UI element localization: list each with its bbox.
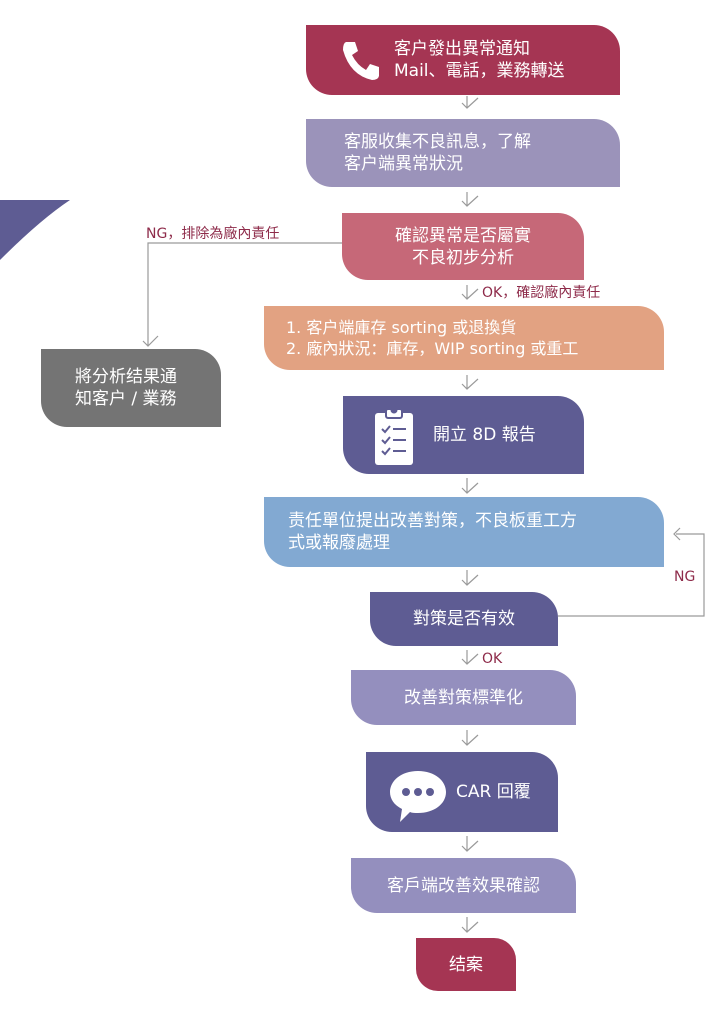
- clipboard-checklist-icon: [375, 406, 413, 465]
- step-notify-customer-line1: 將分析结果通: [75, 367, 177, 387]
- step-customer-notice-line2: Mail、電話，業務轉送: [394, 61, 565, 81]
- step-customer-notice-line1: 客户發出異常通知: [394, 39, 530, 59]
- label-ok: OK: [482, 651, 503, 667]
- arrow-11-12: [461, 917, 479, 933]
- step-car-reply-label: CAR 回覆: [456, 782, 531, 802]
- step-collect-info: 客服收集不良訊息，了解 客户端異常狀況: [306, 119, 620, 187]
- label-ng-loop: NG: [674, 569, 696, 585]
- label-ng-exclude: NG，排除為廠內責任: [146, 226, 280, 242]
- speech-bubble-icon: [390, 771, 446, 822]
- step-confirm-abnormal: 確認異常是否屬實 不良初步分析: [342, 213, 584, 280]
- step-sorting-rework-line2: 2. 廠內狀況：庫存，WIP sorting 或重工: [286, 339, 579, 358]
- arrow-10-11: [461, 836, 479, 852]
- arrow-2-3: [461, 192, 479, 207]
- step-customer-notice: 客户發出異常通知 Mail、電話，業務轉送: [306, 25, 620, 95]
- step-corrective-action-line2: 式或報廢處理: [288, 533, 390, 553]
- step-confirm-abnormal-line1: 確認異常是否屬實: [395, 225, 531, 246]
- phone-icon: [343, 42, 379, 80]
- step-standardize-label: 改善對策標準化: [404, 687, 523, 708]
- step-open-8d-report-label: 開立 8D 報告: [433, 425, 536, 445]
- step-notify-customer: 將分析结果通 知客户 / 業務: [41, 349, 221, 427]
- step-customer-verify: 客戶端改善效果確認: [351, 858, 576, 913]
- decorative-wedge: [0, 200, 70, 260]
- arrow-1-2: [461, 96, 479, 109]
- arrow-8-9: [461, 650, 479, 665]
- step-close-case-label: 结案: [449, 954, 483, 975]
- arrow-3-4: [461, 285, 479, 300]
- step-close-case: 结案: [416, 938, 516, 991]
- label-ok-confirm: OK，確認廠內責任: [482, 285, 601, 301]
- step-sorting-rework: 1. 客户端庫存 sorting 或退換貨 2. 廠內狀況：庫存，WIP sor…: [264, 306, 664, 370]
- step-check-effective: 對策是否有效: [370, 592, 558, 646]
- step-corrective-action: 责任單位提出改善對策，不良板重工方 式或報廢處理: [264, 497, 664, 567]
- arrow-7-8: [461, 570, 479, 586]
- ng-loop-line: [558, 527, 705, 617]
- step-confirm-abnormal-line2: 不良初步分析: [412, 247, 514, 268]
- step-collect-info-line2: 客户端異常狀況: [344, 154, 463, 174]
- step-check-effective-label: 對策是否有效: [413, 609, 515, 629]
- step-collect-info-line1: 客服收集不良訊息，了解: [344, 132, 531, 152]
- step-standardize: 改善對策標準化: [351, 670, 576, 725]
- step-corrective-action-line1: 责任單位提出改善對策，不良板重工方: [288, 511, 577, 531]
- step-customer-verify-label: 客戶端改善效果確認: [387, 875, 540, 896]
- step-notify-customer-line2: 知客户 / 業務: [75, 389, 177, 409]
- arrow-6-7: [461, 478, 479, 494]
- ng-exclude-line: [142, 242, 342, 347]
- arrow-9-10: [461, 730, 479, 746]
- step-sorting-rework-line1: 1. 客户端庫存 sorting 或退換貨: [286, 318, 517, 337]
- arrow-4-6: [461, 375, 479, 390]
